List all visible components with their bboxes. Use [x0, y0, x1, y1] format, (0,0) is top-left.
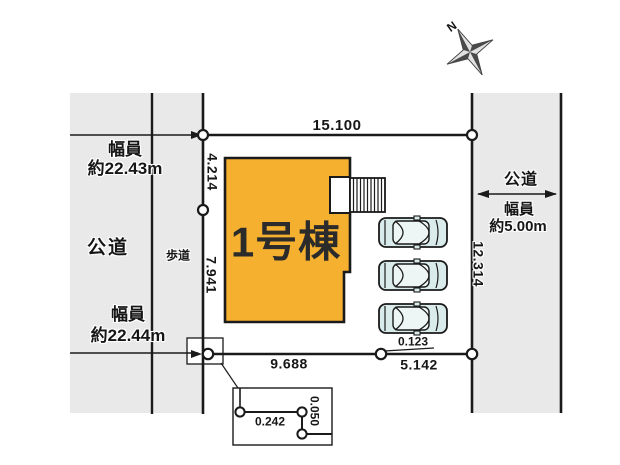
dim-left-upper: 4.214: [204, 153, 221, 191]
right-road-width-arrow-right: [545, 190, 557, 198]
width-leader-upper-arrow: [191, 131, 202, 139]
right-road-width-line1: 幅員: [503, 200, 535, 218]
car-mirror: [413, 244, 421, 250]
boundary-point: [465, 347, 479, 361]
car-rear-window: [394, 220, 404, 245]
detail-point: [296, 406, 308, 418]
left-road-width-lower-line2: 約22.44m: [90, 325, 166, 345]
boundary-point: [465, 128, 479, 142]
boundary-point: [201, 347, 215, 361]
right-road-name: 公道: [503, 171, 539, 189]
dim-bottom-right: 5.142: [400, 356, 438, 373]
left-road-width-upper-line2: 約22.43m: [87, 158, 163, 178]
dim-bottom-offset: 0.123: [397, 334, 429, 349]
dim-detail-height: 0.050: [307, 395, 322, 427]
right-road-width-line2: 約5.00m: [489, 217, 547, 235]
detail-leader-line: [220, 362, 241, 392]
sidewalk-label: 歩道: [165, 248, 191, 263]
car-windshield: [418, 306, 430, 331]
boundary-point: [196, 203, 210, 217]
compass-rose: [446, 28, 494, 76]
boundary-point: [374, 347, 388, 361]
dim-left-lower: 7.941: [203, 256, 220, 294]
detail-point: [234, 406, 246, 418]
building-footprint: [223, 156, 352, 324]
car: [378, 301, 448, 336]
car-rear-window: [394, 306, 404, 331]
parking-cars: [378, 215, 448, 336]
left-road-width-upper-line1: 幅員: [108, 139, 142, 159]
boundary-point: [196, 128, 210, 142]
car-mirror: [413, 301, 421, 307]
left-road-width-lower-line1: 幅員: [111, 304, 145, 324]
car-mirror: [413, 330, 421, 336]
car-rear-window: [394, 263, 404, 288]
car-hood-line: [435, 305, 439, 332]
width-leader-lower-arrow: [191, 350, 202, 358]
car-windshield: [418, 263, 430, 288]
car-hood-line: [435, 262, 439, 289]
right-road-area: [473, 93, 562, 413]
building-name-label: 1号棟: [230, 218, 342, 266]
left-road-name: 公道: [86, 237, 130, 259]
car-mirror: [413, 215, 421, 221]
stairs: [349, 177, 386, 213]
car-mirror: [413, 287, 421, 293]
car-hood-line: [435, 219, 439, 246]
dim-0123-leader: [383, 347, 435, 352]
dim-top-edge: 15.100: [312, 116, 362, 134]
left-road-area: [70, 93, 203, 413]
car-mirror: [413, 258, 421, 264]
detail-inset: [232, 387, 333, 446]
car: [378, 258, 448, 293]
dim-detail-width: 0.242: [254, 414, 286, 429]
dim-right-edge: 12.314: [470, 241, 487, 287]
car: [378, 215, 448, 250]
dim-bottom-main: 9.688: [270, 355, 308, 372]
stairs-treads: [352, 178, 383, 212]
right-road-width-arrow-left: [477, 190, 489, 198]
detail-point: [296, 428, 308, 440]
entrance-porch: [329, 176, 351, 214]
car-windshield: [418, 220, 430, 245]
